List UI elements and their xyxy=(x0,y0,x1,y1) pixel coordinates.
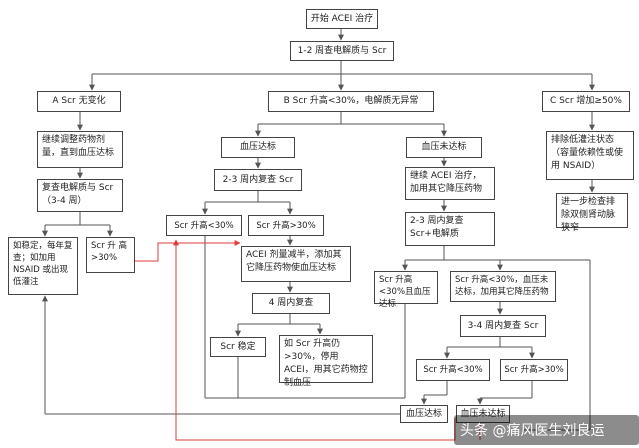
a-continue-adjust: 继续调整药物剂量，直到血压达标 xyxy=(37,131,123,168)
c-exclude-hypoperfusion: 排除低灌注状态（容量依赖性或使用 NSAID） xyxy=(546,131,634,180)
n-scr-lt30-bp-ok: Scr 升高<30%且血压达标 xyxy=(374,271,438,309)
stop-acei: 如 Scr 升高仍>30%，停用 ACEI，用其它药物控制血压 xyxy=(279,335,373,388)
n-scr-lt30-bp-not: Scr 升高<30%，血压未达标，加用其它降压药物 xyxy=(450,271,556,302)
b-bp-not-controlled: 血压未达标 xyxy=(406,137,482,158)
watermark: 头条 @痛风医生刘良运 xyxy=(454,415,639,445)
start-node: 开始 ACEI 治疗 xyxy=(306,9,378,29)
b-bp-controlled: 血压达标 xyxy=(221,137,295,158)
recheck-4-weeks: 4 周内复查 xyxy=(252,293,330,314)
check-12-weeks: 1-2 周查电解质与 Scr xyxy=(290,41,394,61)
scr-stable: Scr 稳定 xyxy=(210,337,266,357)
end-bp-not-controlled: 血压未达标 xyxy=(456,405,510,423)
n-recheck-34: 3-4 周内复查 Scr xyxy=(460,315,546,337)
b-scr-gt30: Scr 升高>30% xyxy=(248,215,324,236)
branch-a: A Scr 无变化 xyxy=(37,91,121,112)
branch-c: C Scr 增加≥50% xyxy=(542,91,630,112)
a-recheck: 复查电解质与 Scr（3-4 周） xyxy=(37,179,123,212)
a-stable-yearly: 如稳定，每年复查；如加用 NSAID 或出现低灌注 xyxy=(8,237,78,295)
branch-b: B Scr 升高<30%，电解质无异常 xyxy=(268,91,434,112)
acei-dose-halve: ACEI 剂量减半，添加其它降压药物使血压达标 xyxy=(241,246,351,282)
n-recheck-23: 2-3 周内复查 Scr+电解质 xyxy=(405,212,495,246)
n-scr-lt30: Scr 升高<30% xyxy=(416,359,490,381)
n-scr-gt30: Scr 升高>30% xyxy=(500,359,568,381)
c-further-check: 进一步检查排除双侧肾动脉狭窄 xyxy=(556,193,628,233)
b-recheck-23: 2-3 周内复查 Scr xyxy=(214,169,302,191)
end-bp-controlled: 血压达标 xyxy=(400,405,448,423)
n-continue-acei: 继续 ACEI 治疗，加用其它降压药物 xyxy=(405,167,495,200)
b-scr-lt30: Scr 升高<30% xyxy=(166,215,242,236)
a-scr-rise: Scr 升 高>30% xyxy=(86,237,135,273)
